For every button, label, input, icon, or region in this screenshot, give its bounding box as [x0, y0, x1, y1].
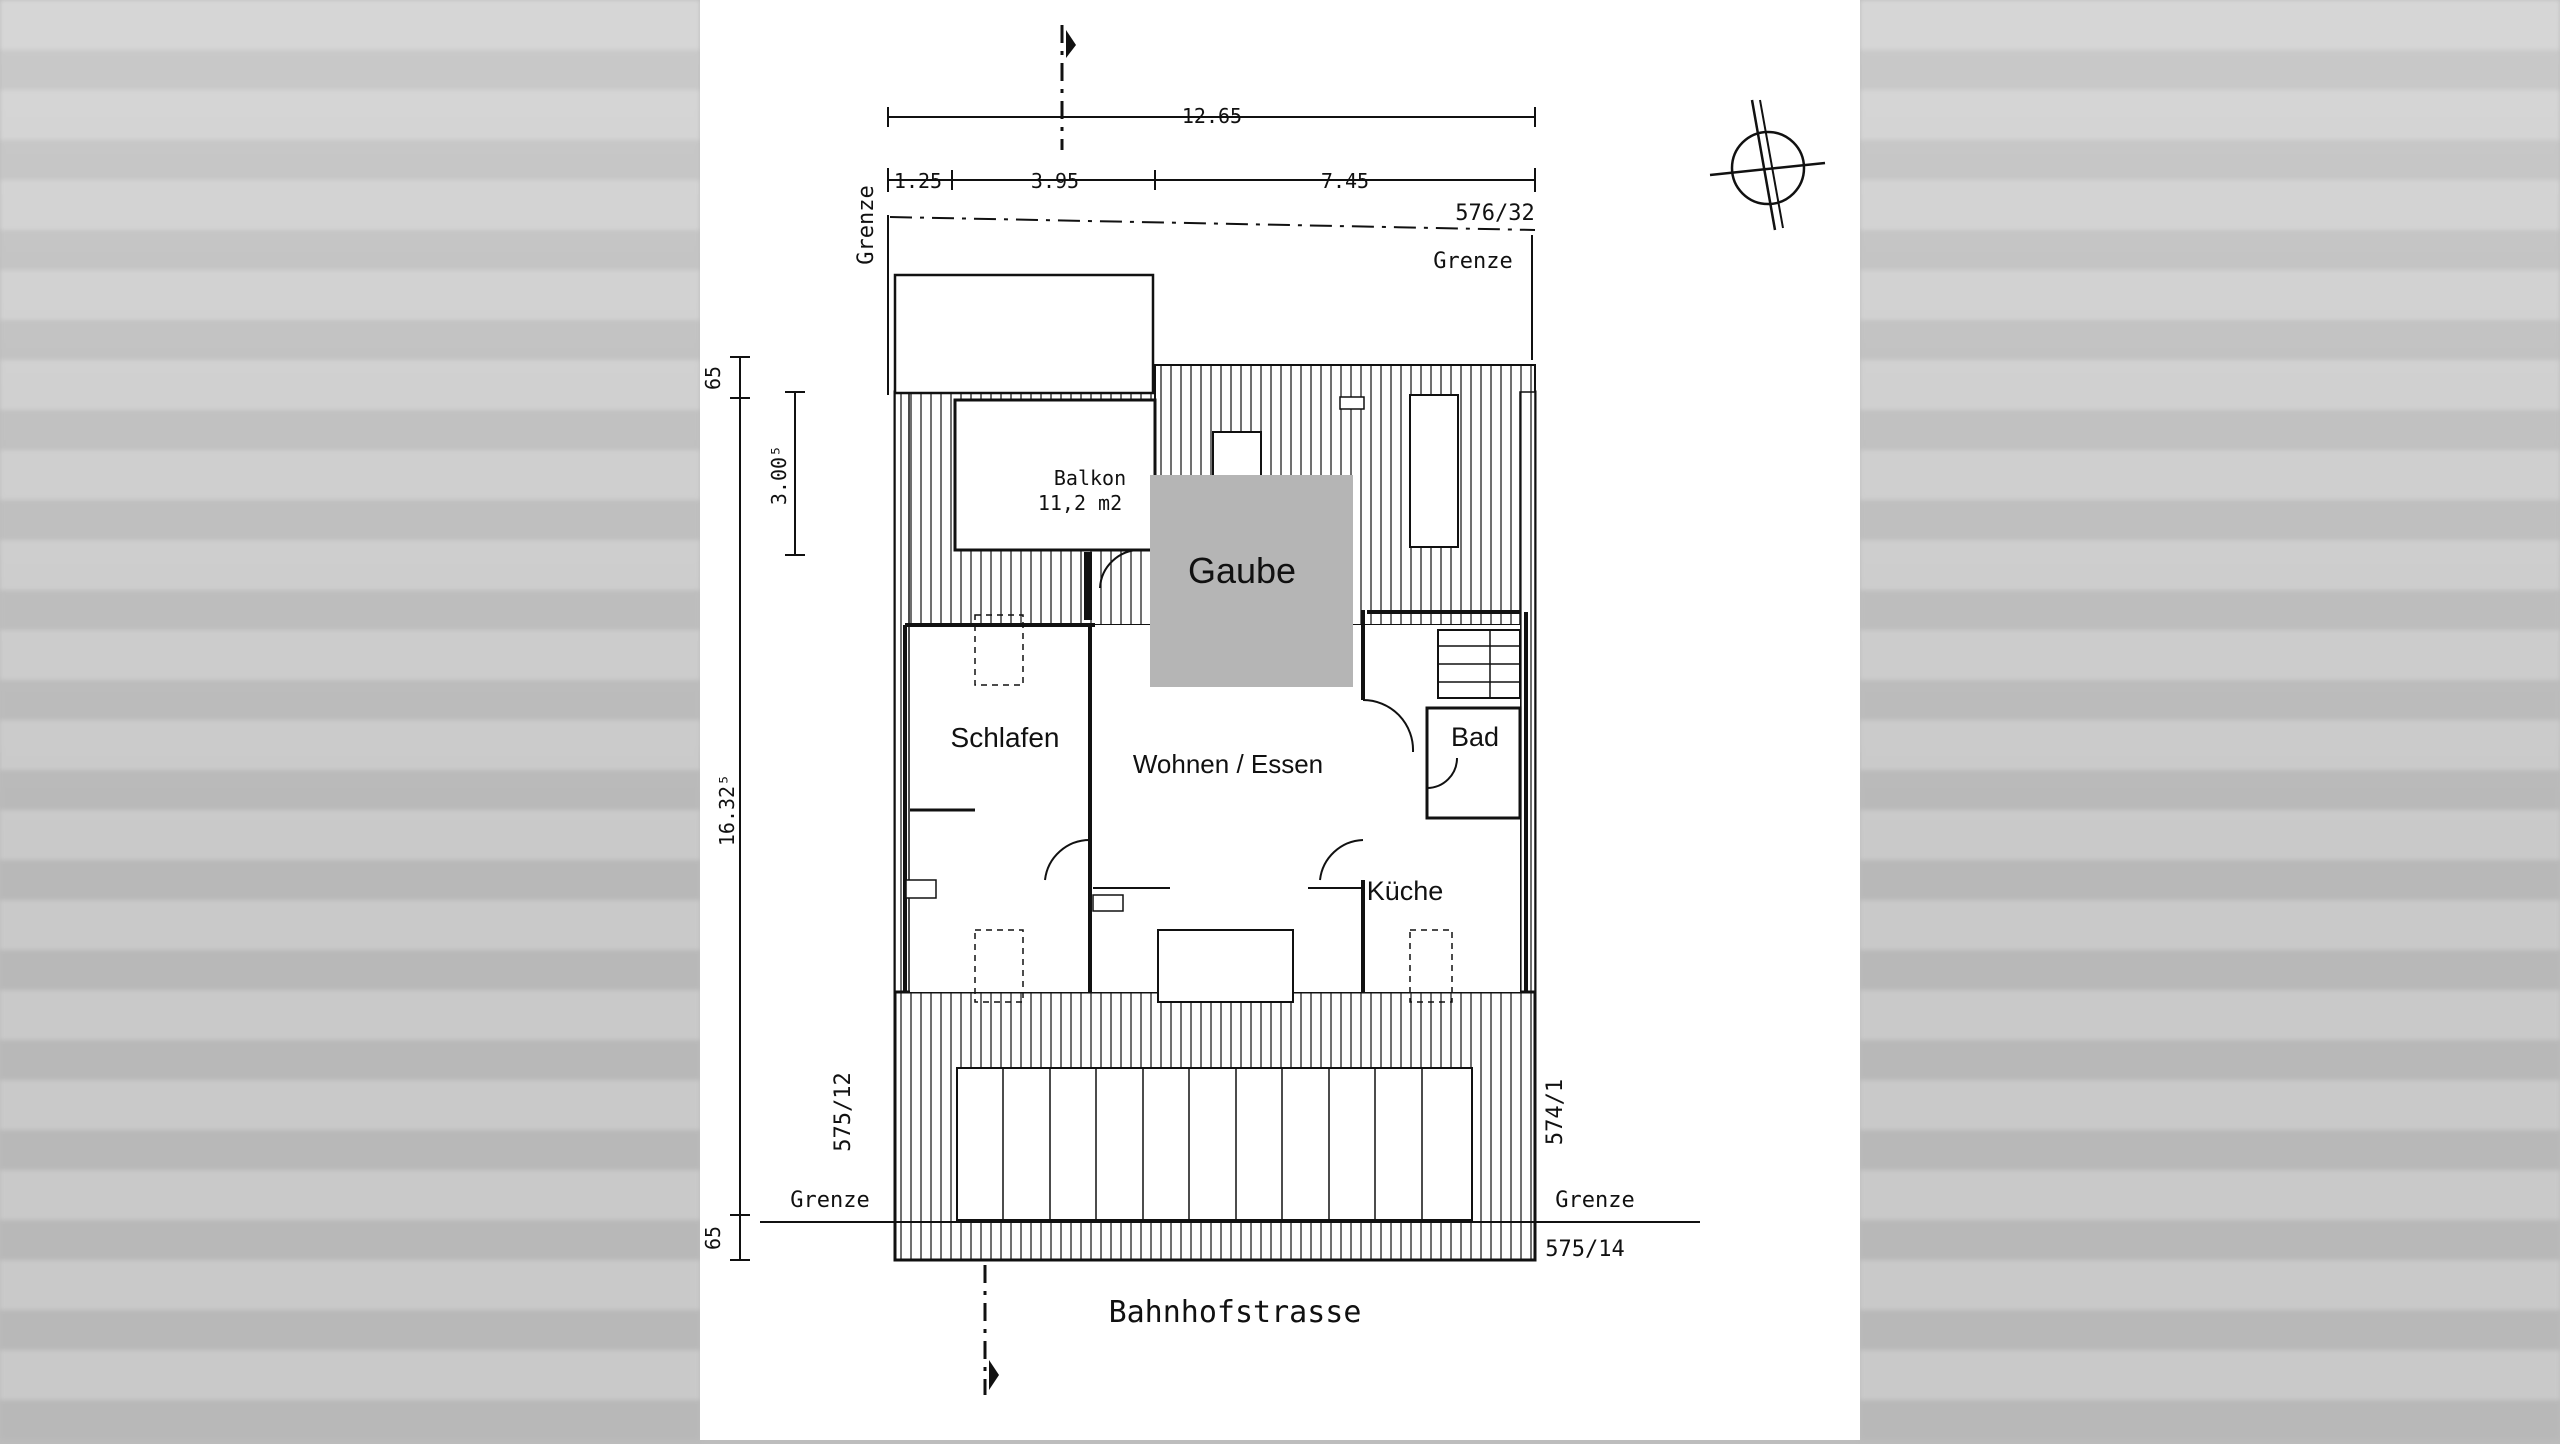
room-label-living: Wohnen / Essen — [1133, 749, 1323, 779]
dimension-label-seg2: 3.95 — [1031, 169, 1079, 193]
boundary-label-left: Grenze — [854, 185, 879, 264]
dormer-area — [1150, 475, 1353, 687]
balcony-area: 11,2 m2 — [1038, 491, 1122, 515]
parcel-label-left: 575/12 — [831, 1072, 856, 1151]
dimension-total-width: 12.65 — [887, 104, 1536, 128]
room-label-kitchen: Küche — [1367, 876, 1444, 906]
room-label-dormer: Gaube — [1188, 550, 1296, 591]
floor-plan-drawing: 12.65 1.25 3.95 7.45 576/32 Grenze Grenz… — [701, 25, 1826, 1395]
balcony-label: Balkon — [1054, 466, 1126, 490]
skylight — [1409, 394, 1459, 548]
roof-panels — [956, 1067, 1473, 1221]
dimension-label-total-depth: 16.32⁵ — [715, 774, 739, 846]
boundary-label-bottom-left: Grenze — [790, 1188, 869, 1213]
roof-terrace-block — [893, 273, 1155, 395]
boundary-label-bottom-right: Grenze — [1555, 1188, 1634, 1213]
dimension-label-total-width: 12.65 — [1182, 104, 1242, 128]
parcel-label-right: 574/1 — [1543, 1079, 1568, 1145]
balcony — [953, 398, 1157, 552]
section-marker-bottom — [983, 1265, 999, 1395]
dimension-label-top-65: 65 — [701, 366, 725, 390]
skylight — [1212, 431, 1262, 478]
dimension-segments: 1.25 3.95 7.45 — [887, 168, 1536, 193]
boundary-label-top-right: Grenze — [1433, 249, 1512, 274]
chimney — [1339, 396, 1365, 410]
floor-plan-sheet: 12.65 1.25 3.95 7.45 576/32 Grenze Grenz… — [700, 0, 1860, 1440]
dimension-label-balcony-depth: 3.00⁵ — [767, 445, 791, 505]
property-boundary-line — [889, 216, 1536, 231]
section-marker-top — [1060, 25, 1076, 150]
parcel-label-bottom-right: 575/14 — [1545, 1237, 1624, 1262]
blurred-background-left — [0, 0, 700, 1440]
dimension-label-bottom-65: 65 — [701, 1226, 725, 1250]
room-label-bath: Bad — [1451, 722, 1499, 752]
north-arrow-icon — [1709, 99, 1826, 231]
parcel-label-top-right: 576/32 — [1455, 201, 1534, 226]
dimension-vertical-left: 65 16.32⁵ 65 3.00⁵ — [701, 356, 805, 1261]
dimension-label-seg1: 1.25 — [894, 169, 942, 193]
dimension-label-seg3: 7.45 — [1321, 169, 1369, 193]
blurred-background-right — [1860, 0, 2560, 1440]
street-name: Bahnhofstrasse — [1109, 1295, 1362, 1330]
room-label-bedroom: Schlafen — [951, 722, 1060, 753]
